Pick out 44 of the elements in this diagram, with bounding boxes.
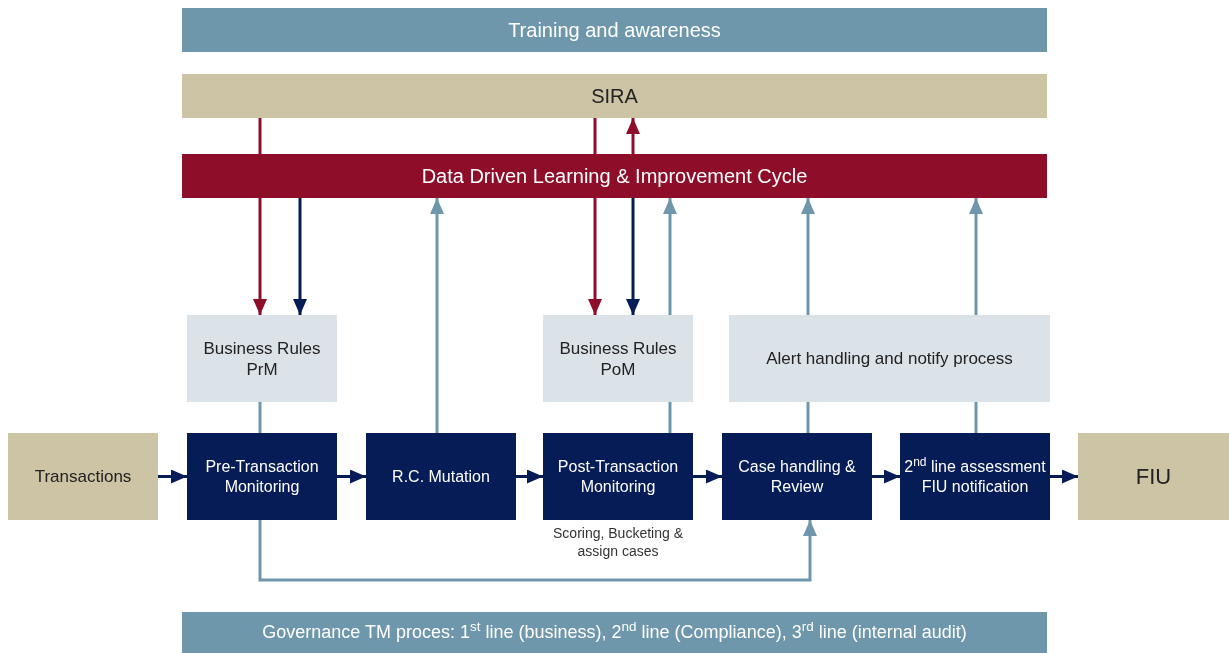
node-label: Case handling & Review bbox=[737, 456, 857, 497]
node-label: FIU bbox=[1135, 463, 1172, 491]
process-box bbox=[900, 433, 1050, 520]
node-label: Pre-Transaction Monitoring bbox=[204, 456, 320, 497]
arrow bbox=[663, 198, 677, 315]
process-box bbox=[722, 433, 872, 520]
node-label: Governance TM proces: 1$^{st}$ line (business), 2$^{nd}$ line (Compliance), 3$^{rd}$ line (internal audit) bbox=[262, 619, 967, 644]
node-label: Transactions bbox=[34, 466, 132, 487]
output-box bbox=[1078, 433, 1229, 520]
node-label: Training and awareness bbox=[508, 18, 721, 43]
arrow bbox=[626, 118, 640, 154]
process-box bbox=[366, 433, 516, 520]
arrow bbox=[1050, 469, 1078, 484]
arrow bbox=[253, 198, 267, 315]
node-label: SIRA bbox=[591, 84, 638, 109]
rules-box bbox=[543, 315, 693, 402]
node-label: Scoring, Bucketing & assign cases bbox=[552, 524, 684, 560]
arrow bbox=[626, 198, 640, 315]
arrow bbox=[693, 469, 722, 484]
rules-box bbox=[187, 315, 337, 402]
node-label: 2$^{nd}$ line assessment FIU notification bbox=[904, 456, 1046, 497]
footer-band bbox=[182, 612, 1047, 653]
node-label: R.C. Mutation bbox=[392, 466, 490, 487]
header-band bbox=[182, 8, 1047, 52]
process-box bbox=[729, 315, 1050, 402]
arrow bbox=[801, 198, 815, 315]
node-label: Business Rules PrM bbox=[202, 337, 322, 380]
arrow bbox=[872, 469, 900, 484]
arrow bbox=[430, 198, 444, 433]
node-label: Alert handling and notify process bbox=[766, 348, 1013, 369]
cycle-band bbox=[182, 154, 1047, 198]
arrow bbox=[158, 469, 187, 484]
arrow bbox=[337, 469, 366, 484]
process-box bbox=[187, 433, 337, 520]
arrow bbox=[516, 469, 543, 484]
node-label: Business Rules PoM bbox=[558, 337, 678, 380]
arrow bbox=[293, 198, 307, 315]
arrow bbox=[969, 198, 983, 315]
sira-band bbox=[182, 74, 1047, 118]
arrow bbox=[588, 198, 602, 315]
node-label: Post-Transaction Monitoring bbox=[556, 456, 680, 497]
node-label: Data Driven Learning & Improvement Cycle bbox=[421, 164, 808, 189]
input-box bbox=[8, 433, 158, 520]
arrow bbox=[258, 520, 817, 582]
